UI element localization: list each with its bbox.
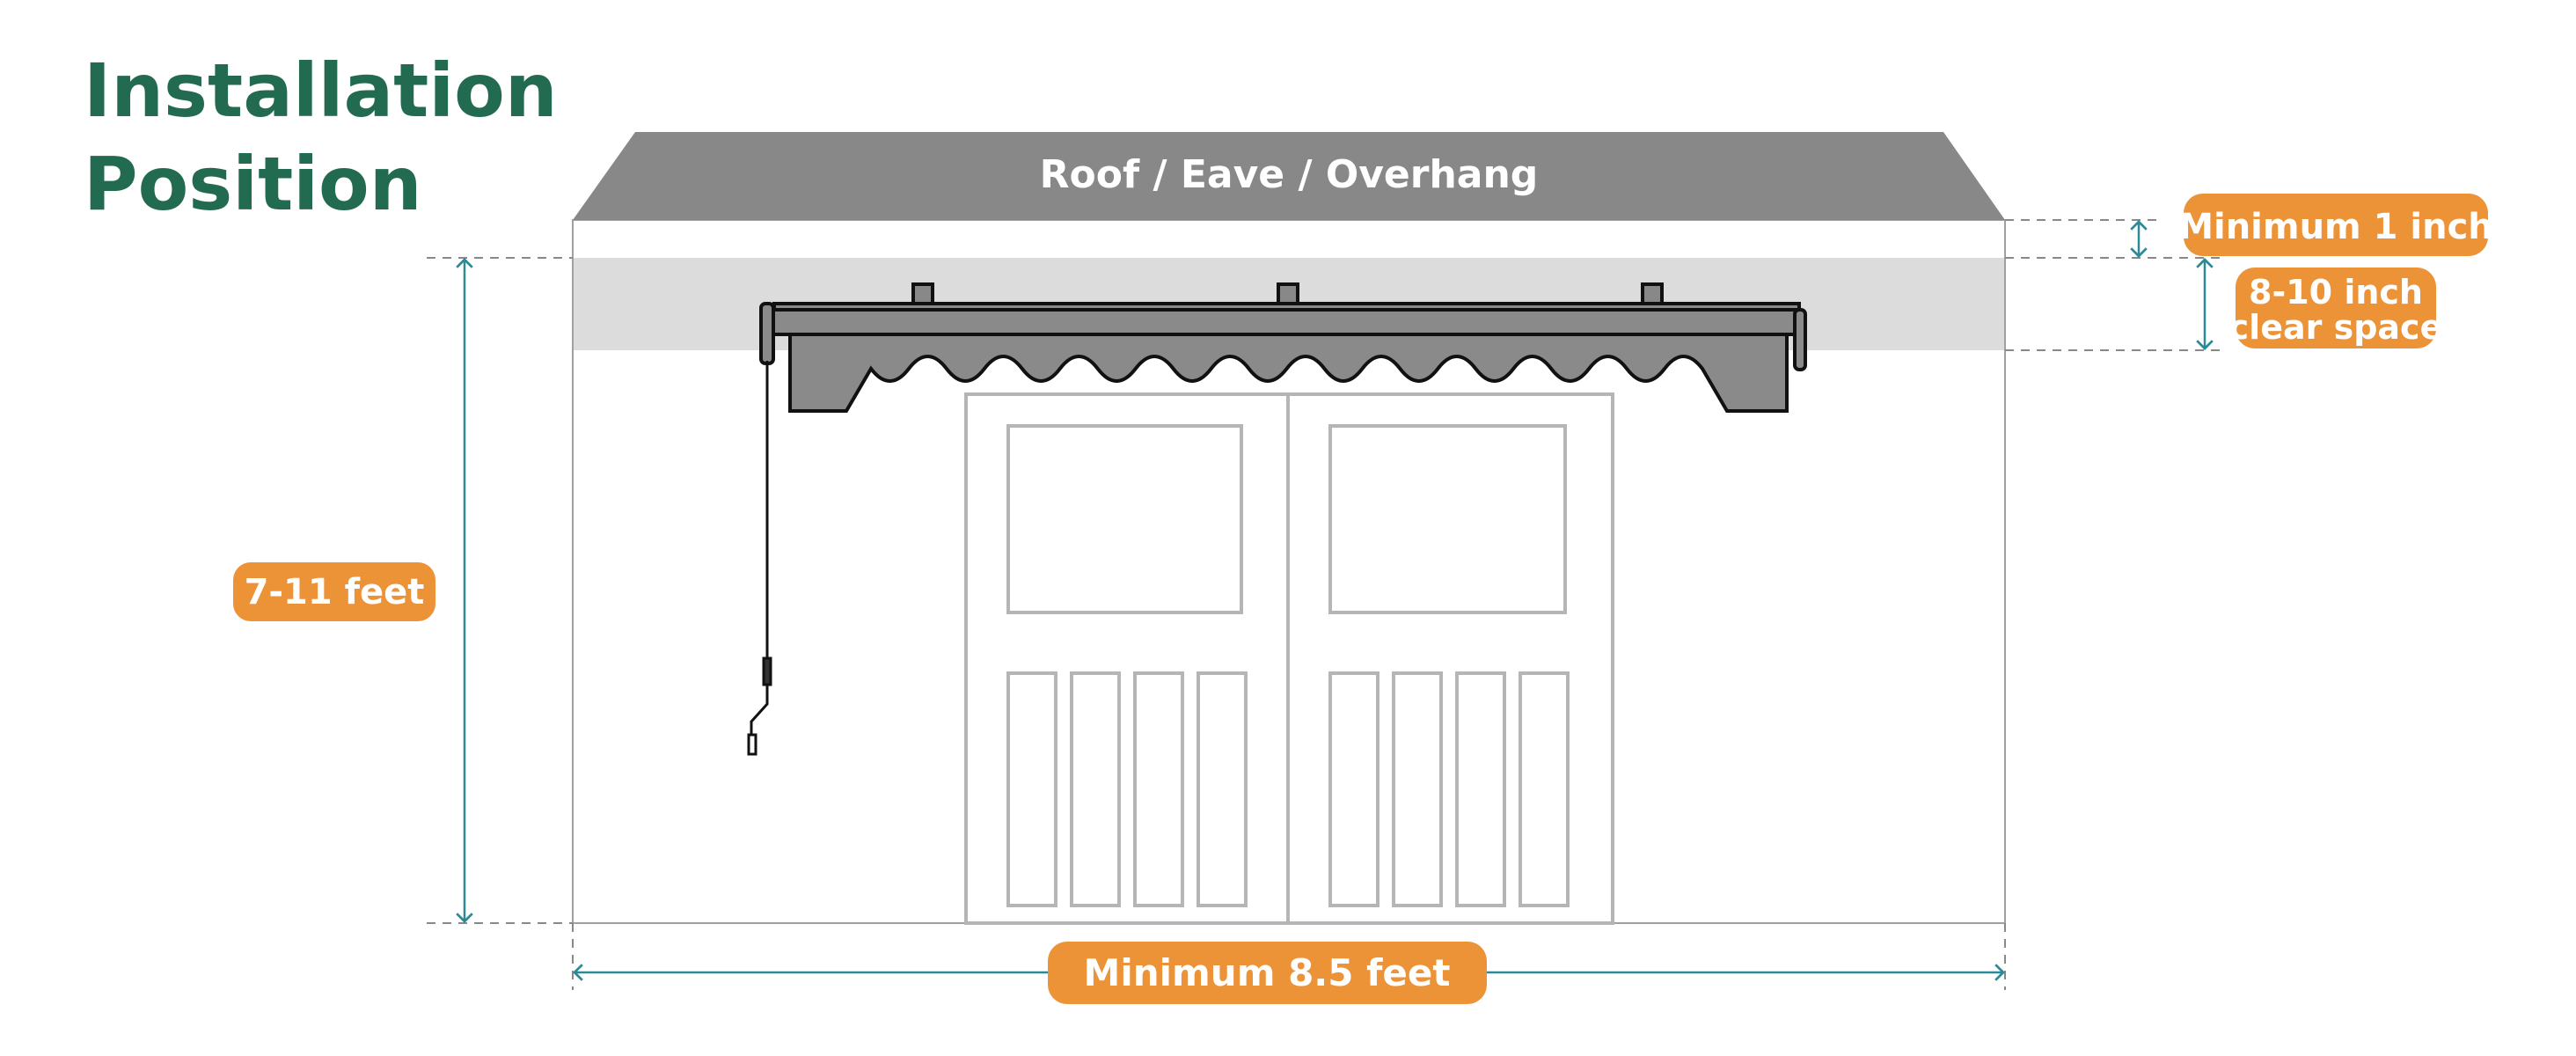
awning-valance [788,328,1789,413]
title-line-1: Installation [84,48,558,134]
svg-text:7-11 feet: 7-11 feet [245,572,425,612]
retractable-awning [747,282,1807,756]
label-clear-space: 8-10 inch clear space [2229,268,2443,348]
title-line-2: Position [84,141,422,227]
label-height: 7-11 feet [233,562,435,621]
svg-text:Minimum 8.5 feet: Minimum 8.5 feet [1084,951,1451,994]
roof-label: Roof / Eave / Overhang [1040,152,1539,197]
svg-text:Minimum 1 inch: Minimum 1 inch [2178,207,2493,247]
label-min-gap: Minimum 1 inch [2178,194,2493,256]
roof [573,132,2005,220]
crank-handle-icon [747,361,772,756]
label-width: Minimum 8.5 feet [1048,942,1487,1004]
guide-lines [427,219,2226,990]
double-door [964,392,1614,925]
svg-text:clear space: clear space [2229,308,2443,347]
mounting-brackets [911,282,1664,305]
svg-text:8-10 inch: 8-10 inch [2249,273,2423,312]
